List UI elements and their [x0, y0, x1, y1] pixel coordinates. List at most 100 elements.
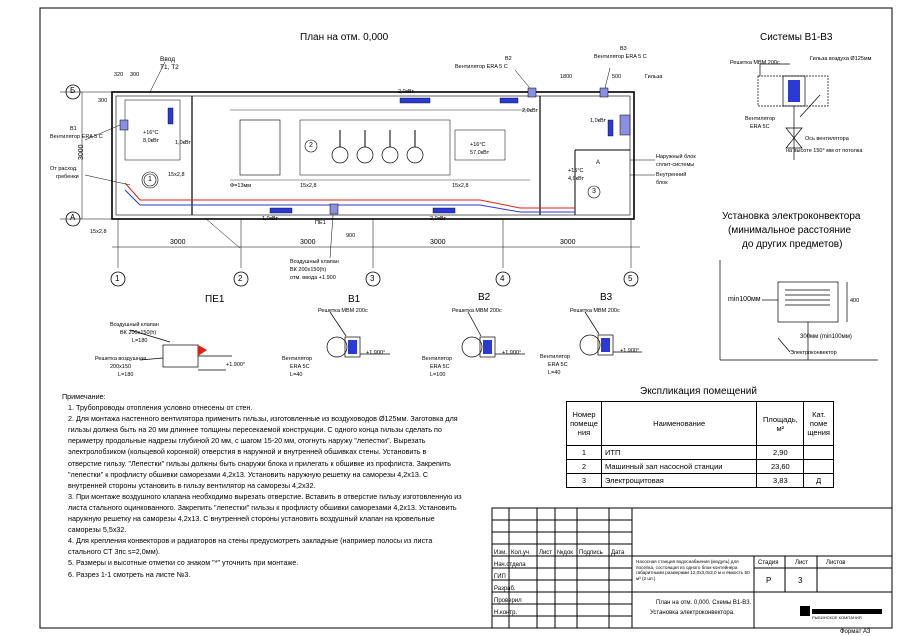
section-b3-fan-3: L=40: [548, 370, 561, 376]
note-5: 5. Размеры и высотные отметки со знаком …: [68, 558, 299, 568]
table-row: 1 ИТП 2,90: [566, 445, 834, 460]
axis-label-4: 4: [500, 274, 505, 283]
dim-small-2: 300: [130, 72, 140, 78]
convector-title-1: Установка электроконвектора: [722, 211, 861, 222]
convector-label-6: 2,0кВт: [430, 216, 447, 222]
room-2: 2: [309, 142, 313, 149]
tb-col-list: Лист: [539, 550, 553, 556]
systems-axis-1: Ось вентилятора: [805, 136, 849, 142]
section-b1-fan-3: L=40: [290, 372, 303, 378]
tb-col-kol: Кол.уч: [511, 550, 529, 556]
fan-b2-tag: В2: [505, 56, 512, 62]
temp-3: +16°С: [568, 168, 584, 174]
expl-r1-name: ИТП: [600, 445, 758, 460]
indoor-2: блок: [656, 180, 668, 186]
fan-b2-name: Вентилятор ERA 5 C: [455, 64, 508, 70]
convector-label-5: 1,0кВт: [262, 216, 279, 222]
convector-min1: min100мм: [728, 296, 761, 303]
axis-label-a: А: [70, 213, 76, 222]
note-2: 2. Для монтажа настенного вентилятора пр…: [68, 414, 458, 490]
tb-role-3: Разраб.: [494, 586, 516, 592]
notes-head: Примечание:: [62, 392, 106, 401]
room-3-mark: А: [596, 160, 601, 166]
dim-pipe-2: 15х2,8: [90, 229, 107, 235]
tb-role-2: ГИП: [494, 574, 506, 580]
span-2: 3000: [300, 239, 316, 246]
dim-500: 500: [612, 74, 622, 80]
section-b3-mark: +1.900°: [620, 348, 640, 354]
notes-block: Примечание: 1. Трубопроводы отопления ус…: [62, 391, 462, 580]
pe1-label-plan: ПЕ1: [315, 220, 326, 226]
entry-sub: Т1, Т2: [160, 64, 179, 71]
axis-label-2: 2: [238, 274, 243, 283]
section-pe1-l3: L=180: [132, 338, 148, 344]
convector-title-2: (минимальное расстояние: [728, 225, 852, 236]
systems-axis-2: на высоте 150° мм от потолка: [786, 148, 863, 154]
dim-pipe-3: 15х2,8: [300, 183, 317, 189]
valve-3: отм. ввода +1.900: [290, 275, 336, 281]
dim-pipe-diam: Ф=13мм: [230, 183, 252, 189]
note-4: 4. Для крепления конвекторов и радиаторо…: [68, 536, 433, 557]
temp-2: +16°С: [470, 142, 486, 148]
span-4: 3000: [560, 239, 576, 246]
tb-role-4: Проверил: [494, 598, 522, 604]
tb-col-date: Дата: [611, 550, 625, 556]
outdoor-1: Наружный блок: [656, 154, 696, 160]
tb-col-doc: №док: [557, 550, 573, 556]
section-b3-title: В3: [600, 292, 613, 303]
section-b3-fan-1: Вентилятор: [540, 354, 571, 360]
expl-r3-cat: Д: [803, 473, 834, 488]
fan-b3-name: Вентилятор ERA 5 C: [594, 54, 647, 60]
convector-title-3: до других предметов): [742, 239, 843, 250]
axis-label-b: Б: [70, 86, 76, 95]
tb-list-v: 3: [798, 576, 803, 585]
dim-small-3: 300: [98, 98, 108, 104]
section-pe1-l5: 200х150: [110, 364, 132, 370]
section-b2-grille: Решетка МВМ 200с: [452, 308, 502, 314]
expl-h-name: Наименование: [600, 401, 758, 446]
tb-lists-h: Листов: [826, 560, 846, 566]
convector-label-3: 1,0кВт: [175, 140, 192, 146]
systems-grille: Решетка МВМ 200с: [730, 60, 780, 66]
expl-r3-name: Электрощитовая: [600, 473, 758, 488]
tb-project: Насосная станция водоснабжения (модуль) …: [636, 559, 750, 581]
valve-2: ВК 200х150(h): [290, 267, 327, 273]
section-b2-fan-1: Вентилятор: [422, 356, 453, 362]
expl-r2-num: 2: [566, 459, 602, 474]
section-b2-title: В2: [478, 292, 491, 303]
axis-label-3: 3: [370, 274, 375, 283]
table-row: 3 Электрощитовая 3,83 Д: [566, 473, 834, 488]
power-2: 57,0кВт: [470, 150, 490, 156]
note-3: 3. При монтаже воздушного клапана необхо…: [68, 491, 462, 535]
section-b2-mark: +1.900°: [502, 350, 522, 356]
axis-label-1: 1: [115, 274, 120, 283]
dim-900: 900: [346, 233, 356, 239]
sheet-format: Формат А3: [840, 629, 871, 635]
systems-fan-1: Вентилятор: [745, 116, 776, 122]
convector-height: 400: [850, 298, 860, 304]
systems-fan-2: ERA 5C: [750, 124, 770, 130]
section-b1-fan-2: ERA 5C: [290, 364, 310, 370]
sheet-frame: [39, 7, 893, 629]
outdoor-2: сплит-системы: [656, 162, 695, 168]
tb-company: РЫБИНСКОЕ КОМПАНИЯ: [812, 615, 862, 620]
expl-r2-name: Машинный зал насосной станции: [600, 459, 758, 474]
power-1: 8,0кВт: [143, 138, 160, 144]
systems-sleeve: Гильза воздуха Ø125мм: [810, 56, 872, 62]
dim-1800: 1800: [560, 74, 573, 80]
dim-small-1: 320: [114, 72, 124, 78]
fan-b1-name: Вентилятор ERA 5 C: [50, 134, 103, 140]
explication-title: Экспликация помещений: [640, 386, 757, 397]
tb-col-sign: Подпись: [579, 550, 603, 556]
tb-stage-v: Р: [766, 576, 772, 585]
expl-r1-area: 2,90: [756, 445, 805, 460]
tb-sheet-title-2: Установка электроконвектора.: [650, 610, 735, 616]
section-b1-fan-1: Вентилятор: [282, 356, 313, 362]
convector-label-2: 2,0кВт: [522, 108, 539, 114]
expl-h-num: Номер помеще ния: [566, 401, 602, 446]
span-3: 3000: [430, 239, 446, 246]
dim-pipe-1: 15х2,8: [168, 172, 185, 178]
expl-r3-num: 3: [566, 473, 602, 488]
raskhod-1: От расход.: [50, 166, 78, 172]
